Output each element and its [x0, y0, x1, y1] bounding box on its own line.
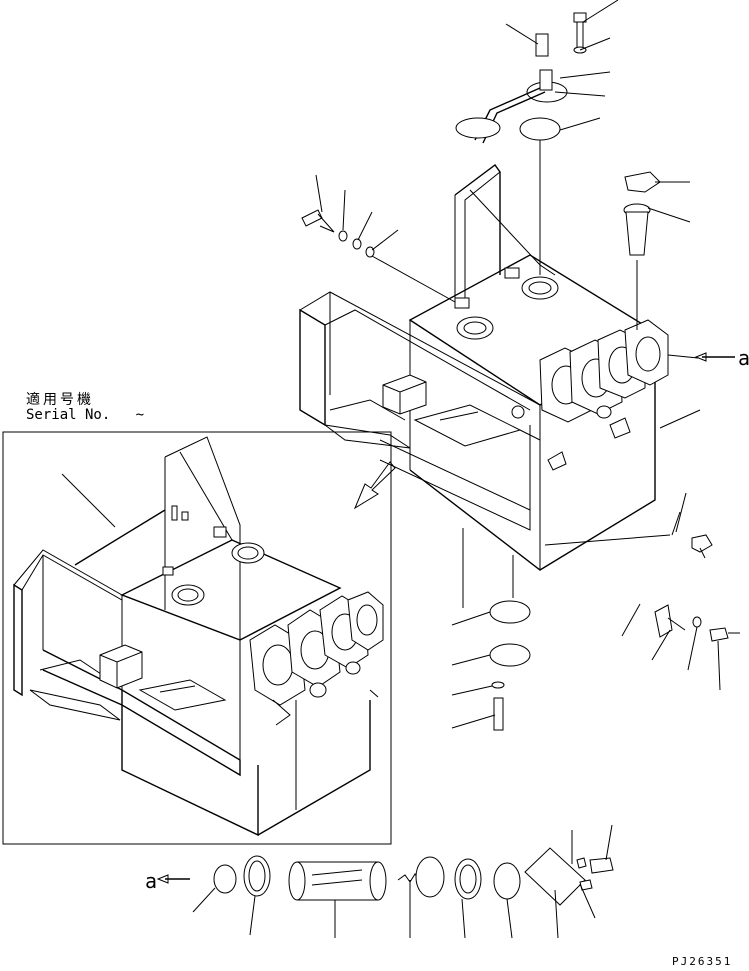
seal-ring: [213, 864, 237, 894]
box: [382, 374, 427, 415]
reference-mark-left: a: [145, 869, 158, 893]
pin-right: [671, 511, 681, 536]
slot-bracket: [413, 404, 522, 447]
cover-plate: [524, 847, 586, 906]
drawing-number: PJ26351: [672, 955, 733, 968]
bottom-parts: [156, 847, 614, 906]
rear-panel: [299, 308, 326, 427]
bolt-cover: [589, 857, 614, 874]
packing-ring: [454, 858, 482, 900]
cover-flanges: [539, 319, 669, 423]
leader-lines: [192, 0, 721, 939]
cover-plate-lower: [489, 643, 531, 667]
inset-tank-front: [121, 690, 259, 837]
bolt-lower: [709, 627, 729, 642]
serial-applicability-label-en: Serial No. ~: [26, 407, 144, 423]
bolt-side: [301, 209, 323, 227]
strainer: [625, 211, 649, 256]
nut-right: [691, 534, 713, 553]
serial-applicability-label-ja: 適用号機: [26, 392, 94, 408]
bracket-lower: [654, 604, 673, 638]
tank-body: [409, 380, 656, 571]
inset-variant-view: [2, 431, 392, 845]
serial-range-sep: ~: [135, 407, 145, 423]
washer-cover: [576, 857, 587, 869]
drop-lines: [462, 528, 514, 608]
inset-cover-flanges: [249, 591, 384, 706]
direction-arrow: [353, 461, 396, 510]
tray: [324, 424, 411, 449]
valve-body: [415, 856, 445, 898]
filler-cap: [624, 171, 661, 193]
washer-bottom: [491, 681, 505, 689]
inset-tank-side: [257, 700, 371, 836]
inset-box: [99, 644, 143, 689]
upper-arm: [454, 164, 501, 275]
breather-base: [455, 117, 501, 139]
bolt-bottom: [493, 697, 504, 731]
main-assembly: [299, 164, 669, 608]
inset-frame: [2, 431, 392, 845]
strainer-element: [296, 861, 379, 901]
gasket-lower: [489, 600, 531, 624]
washer-side-2: [352, 238, 362, 250]
fitting: [535, 33, 549, 57]
washer-side-1: [338, 230, 348, 242]
washer-lower: [692, 616, 702, 628]
gasket-top: [519, 117, 561, 141]
inset-top-deck: [120, 539, 342, 641]
inset-side-panel: [13, 583, 23, 697]
reference-mark-right: a: [738, 346, 749, 370]
serial-label: Serial No.: [26, 407, 111, 423]
ref-arrow-right: [694, 352, 735, 362]
washer-side-3: [365, 246, 375, 258]
gasket-bottom: [493, 862, 521, 900]
bolt-top: [573, 12, 587, 23]
retainer-ring: [243, 855, 271, 897]
top-parts: [301, 12, 740, 731]
inset-tray: [29, 689, 121, 721]
inset-rod: [74, 509, 166, 566]
tank-floor-rail: [379, 439, 531, 531]
